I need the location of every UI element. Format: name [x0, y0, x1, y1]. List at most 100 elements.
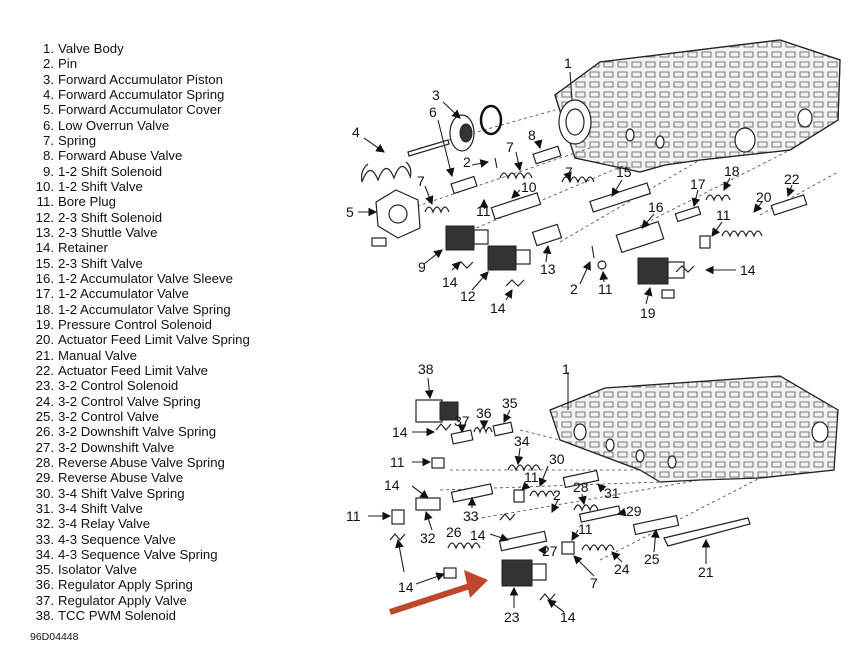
legend-label: Retainer [58, 240, 108, 256]
legend-item: 11.Bore Plug [30, 194, 250, 209]
callout: 15 [616, 164, 632, 180]
callout: 17 [690, 176, 706, 192]
shift-valve-1-2 [490, 192, 542, 220]
legend-item: 19.Pressure Control Solenoid [30, 317, 250, 332]
legend-number: 10. [35, 178, 54, 194]
legend-item: 3.Forward Accumulator Piston [30, 72, 250, 87]
legend-number: 1. [43, 41, 54, 56]
callout: 12 [460, 288, 476, 304]
legend-number: 29. [35, 470, 54, 486]
legend-number: 4. [43, 86, 54, 102]
callout: 4 [352, 124, 360, 140]
legend-label: Forward Accumulator Cover [58, 102, 222, 118]
legend-number: 28. [35, 454, 54, 470]
legend-item: 15.2-3 Shift Valve [30, 256, 250, 271]
callout: 3 [432, 87, 440, 103]
forward-abuse-valve [532, 145, 562, 165]
legend-item: 24.3-2 Control Valve Spring [30, 394, 250, 409]
manual-valve [663, 517, 751, 547]
shift-solenoid-2-3 [487, 245, 517, 271]
legend-item: 27.3-2 Downshift Valve [30, 440, 250, 455]
callout: 35 [502, 395, 518, 411]
legend-item: 34.4-3 Sequence Valve Spring [30, 547, 250, 562]
legend-label: 1-2 Accumulator Valve [58, 286, 189, 302]
callout: 11 [598, 281, 613, 297]
legend-item: 21.Manual Valve [30, 348, 250, 363]
control-solenoid-3-2 [501, 559, 533, 587]
legend-label: Reverse Abuse Valve [58, 470, 184, 486]
legend-item: 17.1-2 Accumulator Valve [30, 286, 250, 301]
callout: 11 [716, 207, 731, 223]
legend-item: 18.1-2 Accumulator Valve Spring [30, 302, 250, 317]
legend-item: 12.2-3 Shift Solenoid [30, 210, 250, 225]
bottom-parts [389, 399, 751, 601]
legend-label: Actuator Feed Limit Valve Spring [58, 332, 250, 348]
callout: 19 [640, 305, 656, 321]
legend-item: 20.Actuator Feed Limit Valve Spring [30, 332, 250, 347]
callout: 38 [418, 361, 434, 377]
legend-label: 3-4 Relay Valve [58, 516, 151, 532]
legend-item: 30.3-4 Shift Valve Spring [30, 486, 250, 501]
legend-label: Manual Valve [58, 347, 137, 363]
legend-item: 10.1-2 Shift Valve [30, 179, 250, 194]
legend-item: 1. Valve Body [30, 41, 250, 56]
legend-item: 37.Regulator Apply Valve [30, 593, 250, 608]
legend-label: Valve Body [58, 41, 124, 56]
callout: 5 [346, 204, 354, 220]
shift-solenoid-1-2 [445, 225, 475, 251]
legend-number: 22. [35, 362, 54, 378]
callout: 26 [446, 524, 462, 540]
callout: 27 [542, 543, 558, 559]
legend-label: 3-4 Shift Valve [58, 500, 143, 516]
legend-label: 4-3 Sequence Valve [58, 531, 176, 547]
legend-item: 26.3-2 Downshift Valve Spring [30, 424, 250, 439]
callout: 9 [418, 259, 426, 275]
legend-label: 1-2 Accumulator Valve Sleeve [58, 270, 233, 286]
legend-item: 25.3-2 Control Valve [30, 409, 250, 424]
callout: 20 [756, 189, 772, 205]
callout: 7 [506, 139, 514, 155]
callout: 1 [564, 55, 572, 71]
legend-label: 4-3 Sequence Valve Spring [58, 546, 218, 562]
callout: 14 [384, 477, 400, 493]
callout: 30 [549, 451, 565, 467]
callout: 23 [504, 609, 520, 625]
callout: 6 [429, 104, 437, 120]
tcc-pwm-solenoid [415, 399, 443, 423]
callout: 33 [463, 508, 479, 524]
callout: 7 [590, 575, 598, 591]
callout: 29 [626, 503, 642, 519]
bottom-leaders [368, 372, 711, 615]
legend-label: Isolator Valve [58, 562, 137, 578]
seal-ring [479, 104, 503, 136]
callout: 14 [490, 300, 506, 316]
legend-number: 32. [35, 516, 54, 532]
callout: 31 [604, 485, 620, 501]
legend-label: Forward Abuse Valve [58, 148, 183, 164]
callout: 34 [514, 433, 530, 449]
legend-item: 28.Reverse Abuse Valve Spring [30, 455, 250, 470]
legend-item: 32.3-4 Relay Valve [30, 516, 250, 531]
callout: 16 [648, 199, 664, 215]
legend-label: 1-2 Accumulator Valve Spring [58, 301, 231, 317]
legend-number: 34. [35, 546, 54, 562]
legend-number: 7. [43, 132, 54, 148]
legend-number: 13. [35, 224, 54, 240]
legend-number: 23. [35, 378, 54, 394]
accumulator-valve-sleeve-1-2 [615, 220, 665, 254]
legend-item: 7.Spring [30, 133, 250, 148]
legend-number: 20. [35, 332, 54, 348]
legend-label: Low Overrun Valve [58, 117, 170, 133]
legend-label: 3-2 Downshift Valve Spring [58, 424, 217, 440]
callout: 18 [724, 163, 740, 179]
legend-number: 18. [35, 301, 54, 317]
legend-number: 11. [36, 194, 54, 210]
legend-label: 2-3 Shuttle Valve [58, 224, 158, 240]
callout: 36 [476, 405, 492, 421]
legend-number: 31. [35, 500, 54, 516]
legend-item: 29.Reverse Abuse Valve [30, 470, 250, 485]
legend-item: 33.4-3 Sequence Valve [30, 532, 250, 547]
low-overrun-valve [450, 175, 478, 195]
